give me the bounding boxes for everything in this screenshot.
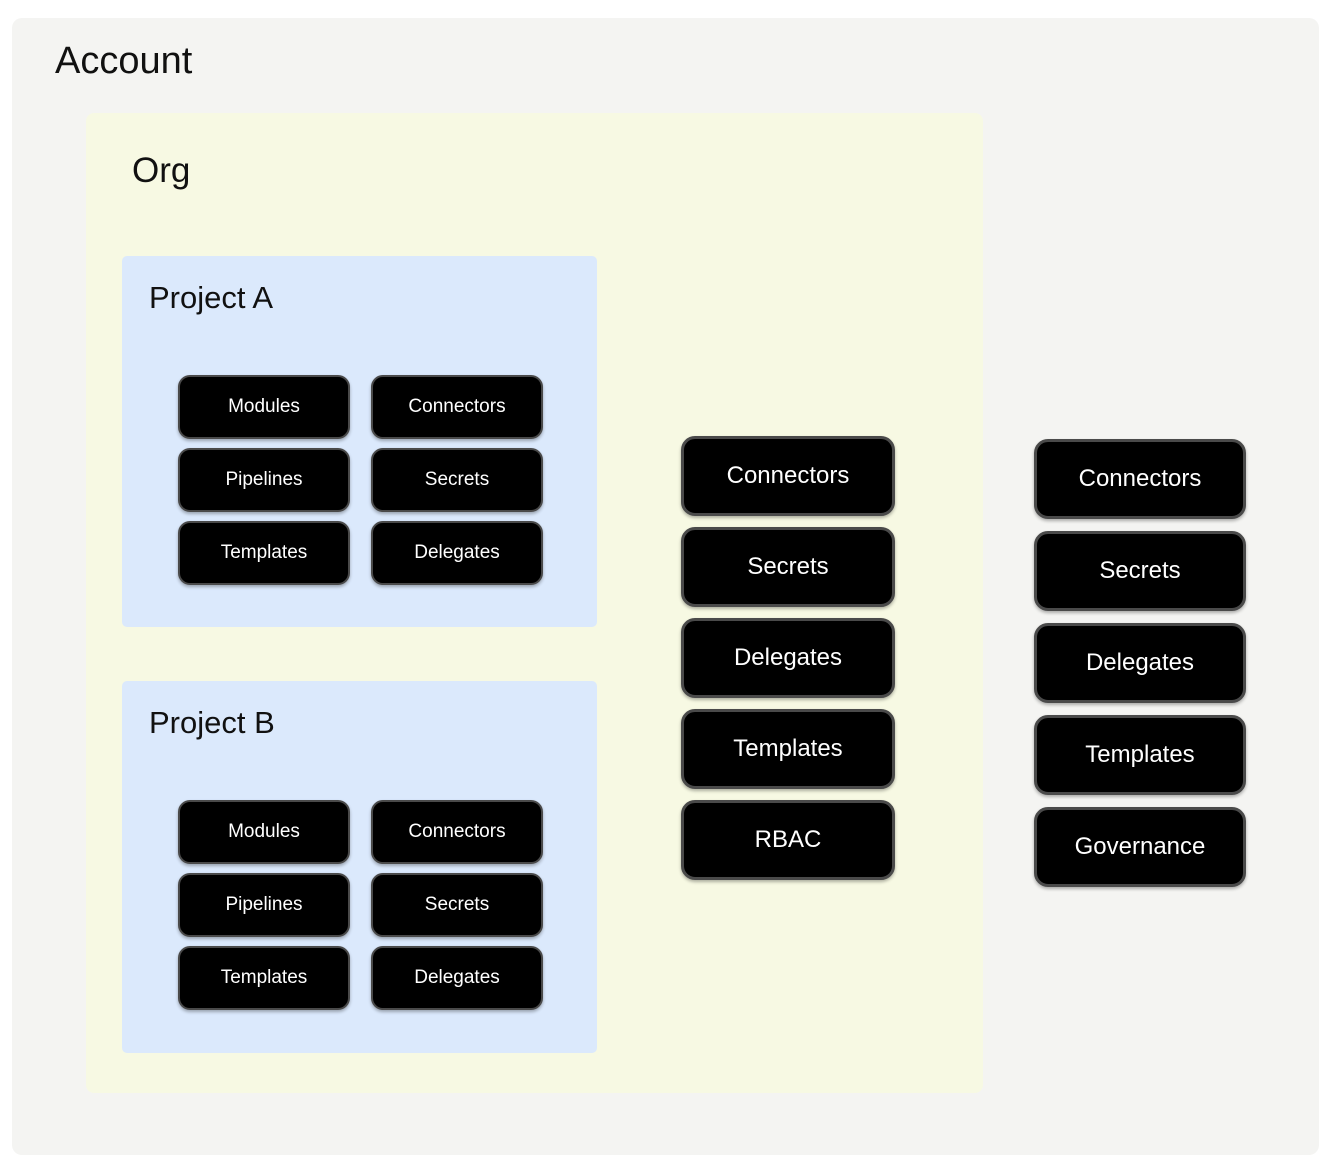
node-project-a-secrets: Secrets bbox=[371, 448, 543, 512]
node-account-templates: Templates bbox=[1034, 715, 1246, 795]
node-project-b-connectors: Connectors bbox=[371, 800, 543, 864]
node-org-secrets: Secrets bbox=[681, 527, 895, 607]
node-project-a-modules: Modules bbox=[178, 375, 350, 439]
project-b-title: Project B bbox=[149, 705, 275, 740]
node-org-templates: Templates bbox=[681, 709, 895, 789]
node-project-a-templates: Templates bbox=[178, 521, 350, 585]
node-account-governance: Governance bbox=[1034, 807, 1246, 887]
node-project-a-delegates: Delegates bbox=[371, 521, 543, 585]
project-a-pill-grid: Modules Connectors Pipelines Secrets Tem… bbox=[178, 375, 543, 585]
node-project-b-pipelines: Pipelines bbox=[178, 873, 350, 937]
account-title: Account bbox=[55, 40, 193, 82]
node-account-delegates: Delegates bbox=[1034, 623, 1246, 703]
org-pill-column: Connectors Secrets Delegates Templates R… bbox=[681, 436, 895, 880]
node-project-b-secrets: Secrets bbox=[371, 873, 543, 937]
node-project-a-pipelines: Pipelines bbox=[178, 448, 350, 512]
project-a-title: Project A bbox=[149, 280, 274, 315]
project-b-container: Project B Modules Connectors Pipelines S… bbox=[122, 681, 597, 1053]
node-project-b-modules: Modules bbox=[178, 800, 350, 864]
account-pill-column: Connectors Secrets Delegates Templates G… bbox=[1034, 439, 1246, 887]
account-container: Account Org Project A Modules Connectors… bbox=[12, 18, 1319, 1155]
node-account-connectors: Connectors bbox=[1034, 439, 1246, 519]
org-container: Org Project A Modules Connectors Pipelin… bbox=[86, 113, 983, 1093]
node-project-a-connectors: Connectors bbox=[371, 375, 543, 439]
project-b-pill-grid: Modules Connectors Pipelines Secrets Tem… bbox=[178, 800, 543, 1010]
node-org-rbac: RBAC bbox=[681, 800, 895, 880]
node-org-connectors: Connectors bbox=[681, 436, 895, 516]
org-title: Org bbox=[132, 151, 191, 190]
project-a-container: Project A Modules Connectors Pipelines S… bbox=[122, 256, 597, 627]
node-project-b-templates: Templates bbox=[178, 946, 350, 1010]
node-project-b-delegates: Delegates bbox=[371, 946, 543, 1010]
node-org-delegates: Delegates bbox=[681, 618, 895, 698]
node-account-secrets: Secrets bbox=[1034, 531, 1246, 611]
